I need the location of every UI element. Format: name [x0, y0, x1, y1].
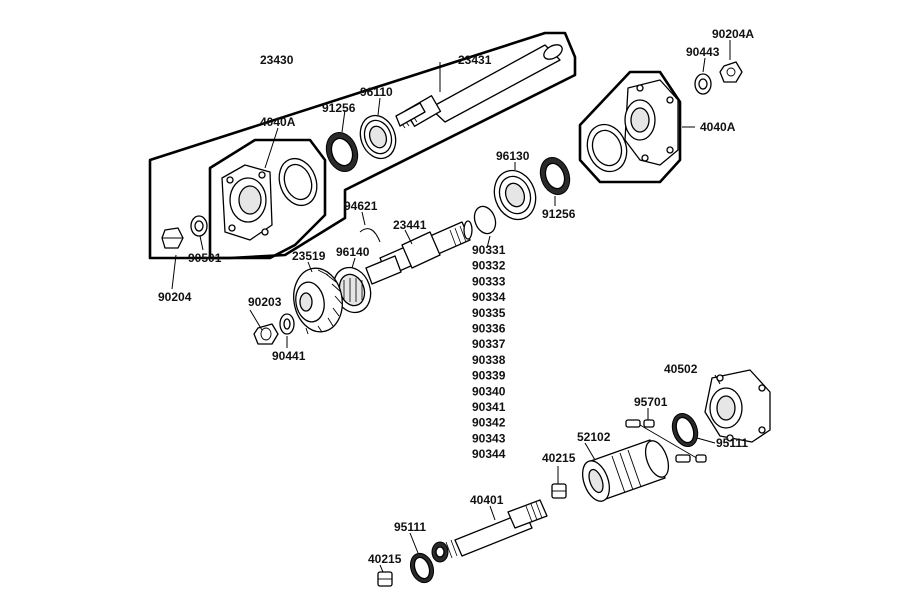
label-90443: 90443: [686, 45, 720, 59]
shim-number-label: 90343: [472, 431, 506, 445]
nut-90204a: [719, 61, 743, 83]
shim-ring: [473, 205, 497, 235]
shim-number-label: 90334: [472, 290, 506, 304]
o-ring-95111-upper: [671, 413, 699, 447]
shaft-23431: [395, 44, 563, 129]
label-90204a: 90204A: [712, 27, 754, 41]
plug-40215-lower: [377, 571, 393, 587]
shim-number-label: 90338: [472, 353, 506, 367]
label-95111-lower: 95111: [394, 520, 426, 534]
shim-number-label: 90342: [472, 416, 506, 430]
label-96140: 96140: [336, 245, 370, 259]
pinion-shaft-23441: [365, 220, 473, 285]
label-23430: 23430: [260, 53, 294, 67]
label-4040a-right: 4040A: [700, 120, 736, 134]
assembly-outline-23430: [148, 31, 577, 260]
shim-number-label: 90331: [472, 243, 506, 257]
label-90204: 90204: [158, 290, 192, 304]
label-94621: 94621: [344, 199, 378, 213]
label-52102: 52102: [577, 430, 611, 444]
washer-90501: [190, 215, 208, 237]
pins-95701: [625, 419, 707, 463]
o-ring-95111-lower: [409, 552, 435, 584]
label-23431: 23431: [458, 53, 492, 67]
nut-90204: [161, 227, 184, 249]
bearing-96130: [493, 169, 537, 221]
drive-shaft-40401: [431, 499, 548, 563]
label-91256-lower: 91256: [542, 207, 576, 221]
shim-number-label: 90339: [472, 369, 506, 383]
bevel-gear-23519: [293, 267, 343, 335]
shim-number-label: 90341: [472, 400, 506, 414]
leader-lines: [171, 40, 731, 573]
flange-4040a-left: [221, 164, 273, 241]
seal-91256-lower: [539, 157, 571, 195]
label-40401: 40401: [470, 493, 504, 507]
washer-90441: [279, 313, 295, 335]
seal-ring-4040a-left: [278, 157, 318, 207]
label-90441: 90441: [272, 349, 306, 363]
shim-number-label: 90333: [472, 274, 506, 288]
label-95701: 95701: [634, 395, 668, 409]
shim-number-label: 90336: [472, 322, 506, 336]
washer-90443: [694, 73, 712, 95]
nut-90203: [253, 323, 279, 345]
label-40215-lower: 40215: [368, 552, 402, 566]
subgroup-outline-4040a-left: [208, 138, 327, 260]
shim-number-label: 90332: [472, 259, 506, 273]
label-96110: 96110: [360, 85, 393, 99]
label-40215-upper: 40215: [542, 451, 576, 465]
flange-4040a-right: [624, 79, 679, 166]
coupler-52102: [581, 439, 670, 502]
label-91256-upper: 91256: [322, 101, 356, 115]
snap-ring-94621: [359, 228, 381, 243]
seal-91256-upper: [325, 132, 359, 172]
subgroup-outline-4040a-right: [578, 70, 682, 184]
seal-ring-4040a-right: [586, 123, 628, 173]
flange-40502: [704, 369, 771, 443]
label-95111-upper: 95111: [716, 436, 748, 450]
label-23441: 23441: [393, 218, 427, 232]
shim-number-label: 90340: [472, 384, 506, 398]
shim-number-label: 90335: [472, 306, 506, 320]
label-23519: 23519: [292, 249, 326, 263]
part-labels: 23430 23431 96110 91256 4040A 90204 9050…: [158, 27, 754, 566]
shim-number-label: 90344: [472, 447, 506, 461]
label-4040a-left: 4040A: [260, 115, 296, 129]
bearing-96110: [359, 114, 397, 160]
label-40502: 40502: [664, 362, 698, 376]
plug-40215-upper: [551, 483, 567, 499]
label-90501: 90501: [188, 251, 222, 265]
label-90203: 90203: [248, 295, 282, 309]
shim-number-label: 90337: [472, 337, 506, 351]
label-96130: 96130: [496, 149, 530, 163]
